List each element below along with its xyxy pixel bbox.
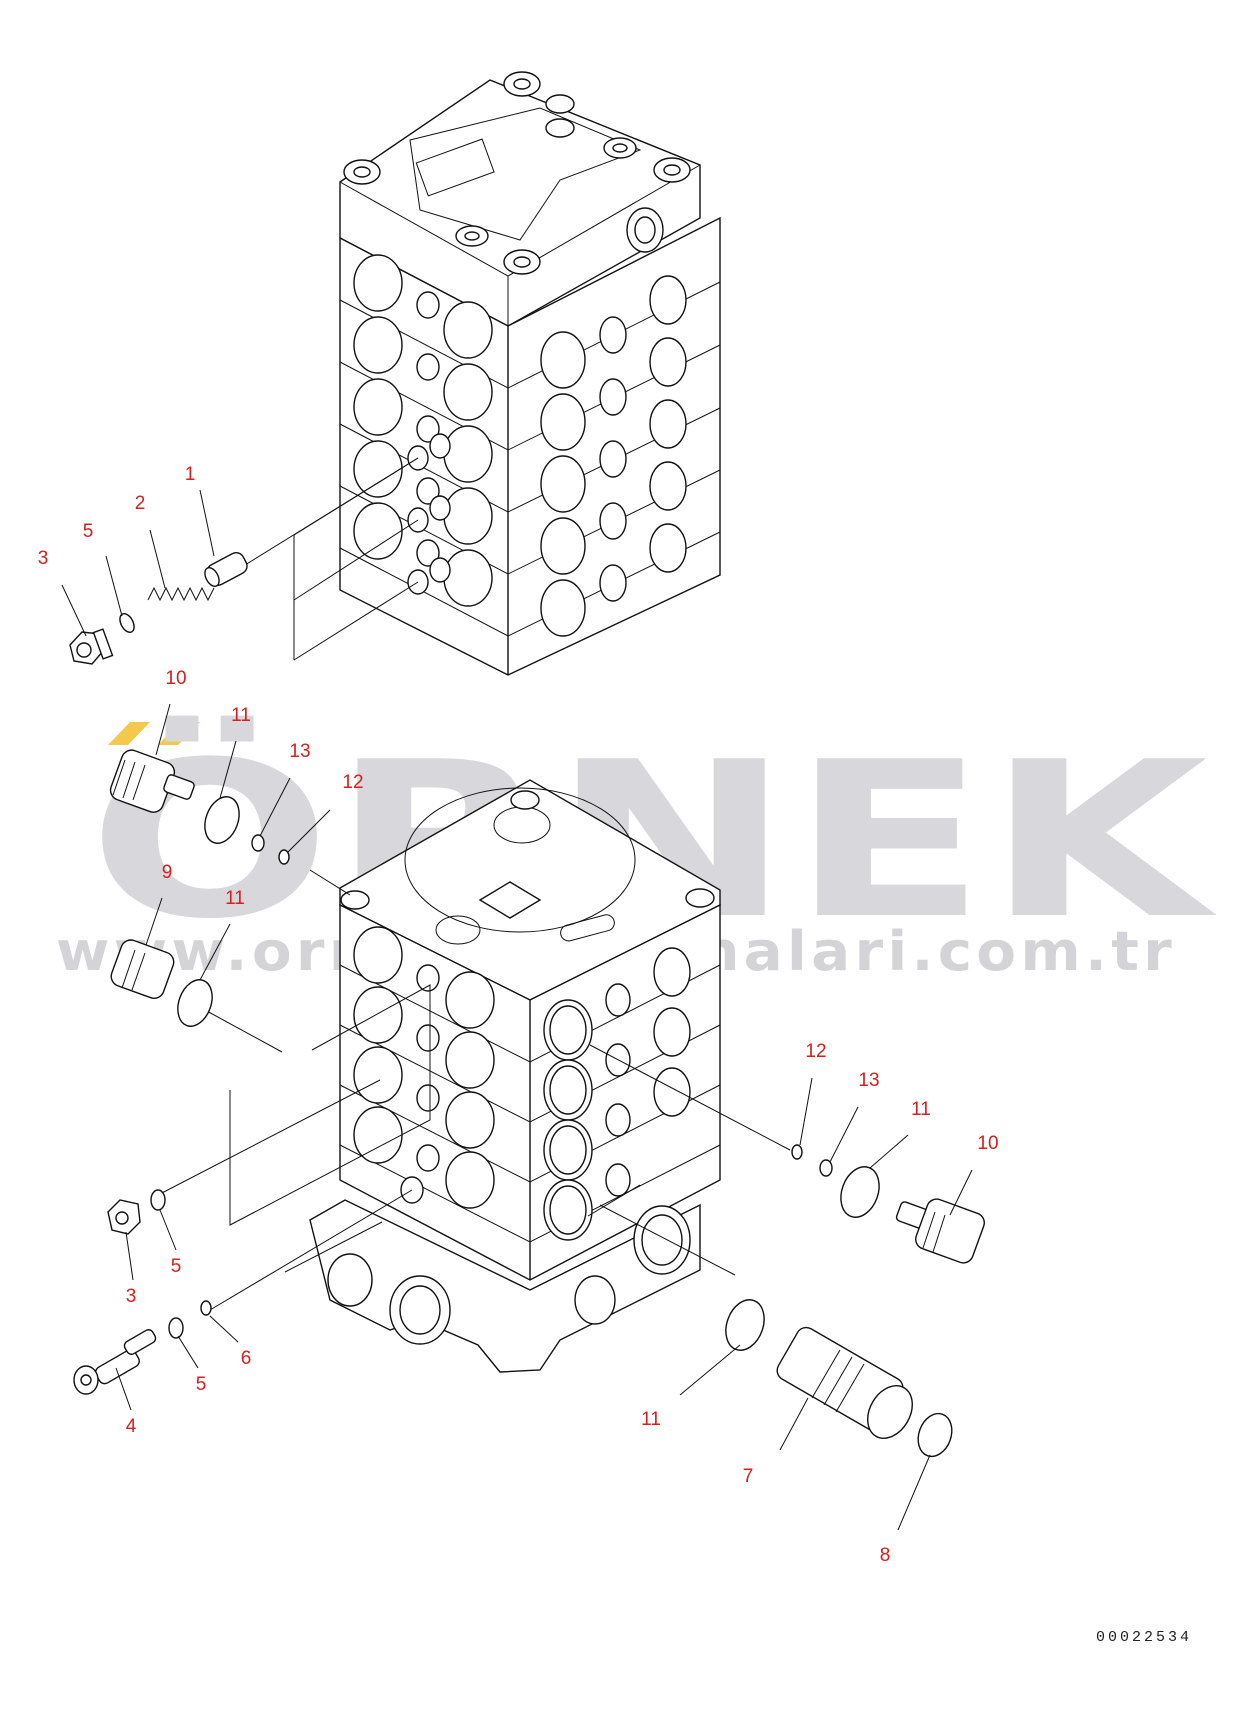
part-2-spring [147, 586, 215, 602]
part-3-plug-upper [69, 628, 114, 665]
part-10-valve-right [895, 1198, 985, 1264]
callout-6: 6 [241, 1348, 252, 1369]
part-10-valve-left [109, 749, 195, 813]
callout-2: 2 [135, 493, 146, 514]
part-12-oring-a [278, 849, 290, 865]
part-11-oring-c [840, 1166, 880, 1218]
callout-13: 13 [858, 1070, 879, 1091]
callout-7: 7 [743, 1466, 754, 1487]
callout-9: 9 [162, 862, 173, 883]
callout-4: 4 [126, 1416, 137, 1437]
part-12-oring-b [791, 1144, 803, 1160]
callout-13: 13 [289, 741, 310, 762]
part-3-plug-lower [107, 1199, 141, 1235]
callout-3: 3 [38, 548, 49, 569]
part-13-ring-b [819, 1159, 833, 1177]
callout-3: 3 [126, 1286, 137, 1307]
callout-8: 8 [880, 1545, 891, 1566]
part-11-oring-d [725, 1299, 765, 1351]
callout-12: 12 [805, 1041, 826, 1062]
part-8-oring [917, 1412, 953, 1458]
part-13-ring-a [251, 834, 265, 852]
callout-5: 5 [83, 521, 94, 542]
part-11-oring-b [177, 979, 213, 1027]
callout-11: 11 [641, 1409, 661, 1430]
part-1-sleeve [204, 552, 248, 587]
part-7-cartridge [776, 1326, 913, 1439]
callout-10: 10 [977, 1133, 998, 1154]
callout-5: 5 [196, 1374, 207, 1395]
callout-5: 5 [171, 1256, 182, 1277]
part-5-oring-c [168, 1317, 184, 1339]
part-4-plug [73, 1329, 157, 1395]
part-5-oring-b [150, 1189, 166, 1211]
callout-12: 12 [342, 772, 363, 793]
callout-labels: 1 2 3 5 10 11 13 12 9 11 12 13 11 10 5 3… [38, 464, 999, 1566]
part-5-oring-upper [119, 613, 135, 633]
watermark-accent-right [158, 722, 200, 745]
callout-11: 11 [231, 705, 251, 726]
lower-exploded-parts [73, 749, 985, 1458]
watermark-accent-left [108, 722, 150, 745]
lower-valve-body [309, 779, 721, 1373]
document-number: 00022534 [1096, 1629, 1192, 1646]
callout-leaders [61, 489, 973, 1531]
part-11-oring-a [204, 796, 240, 844]
part-6-oring [200, 1300, 212, 1316]
upper-valve-body [339, 71, 721, 676]
callout-10: 10 [165, 668, 186, 689]
callout-11: 11 [225, 888, 245, 909]
upper-exploded-parts [69, 457, 419, 665]
part-9-plug [110, 939, 175, 1000]
callout-11: 11 [911, 1099, 931, 1120]
callout-1: 1 [185, 464, 196, 485]
